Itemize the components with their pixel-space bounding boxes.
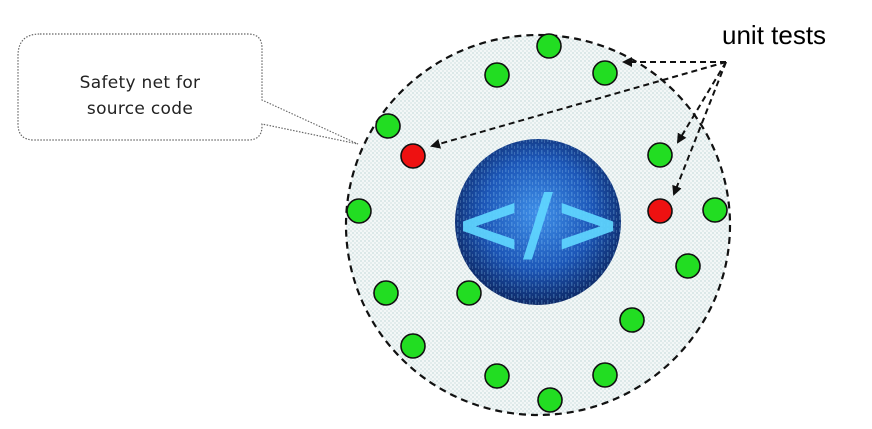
test-pass-dot [373, 280, 399, 306]
test-pass-dot [647, 142, 673, 168]
test-pass-dot [537, 387, 563, 413]
test-pass-dot [400, 333, 426, 359]
test-pass-dot [456, 280, 482, 306]
test-pass-dot [484, 363, 510, 389]
code-symbol-icon: </> [454, 177, 621, 272]
callout-text: Safety net for source code [22, 70, 258, 122]
passing-tests [346, 33, 728, 413]
test-pass-dot [592, 60, 618, 86]
test-pass-dot [619, 307, 645, 333]
callout-line-2: source code [86, 99, 194, 119]
test-pass-dot [536, 33, 562, 59]
test-pass-dot [675, 253, 701, 279]
arrow-4 [672, 61, 727, 196]
test-fail-dot [400, 143, 426, 169]
test-pass-dot [484, 62, 510, 88]
arrows [430, 57, 727, 196]
failing-tests [400, 143, 673, 224]
test-pass-dot [346, 198, 372, 224]
test-pass-dot [592, 362, 618, 388]
test-pass-dot [375, 113, 401, 139]
test-pass-dot [702, 197, 728, 223]
unit-tests-label: unit tests [722, 20, 827, 50]
test-fail-dot [647, 198, 673, 224]
source-code-core: </> [454, 139, 622, 305]
callout-bubble [17, 33, 359, 145]
arrow-3 [676, 61, 727, 144]
arrow-2 [430, 61, 727, 149]
callout-line-1: Safety net for [79, 73, 201, 93]
